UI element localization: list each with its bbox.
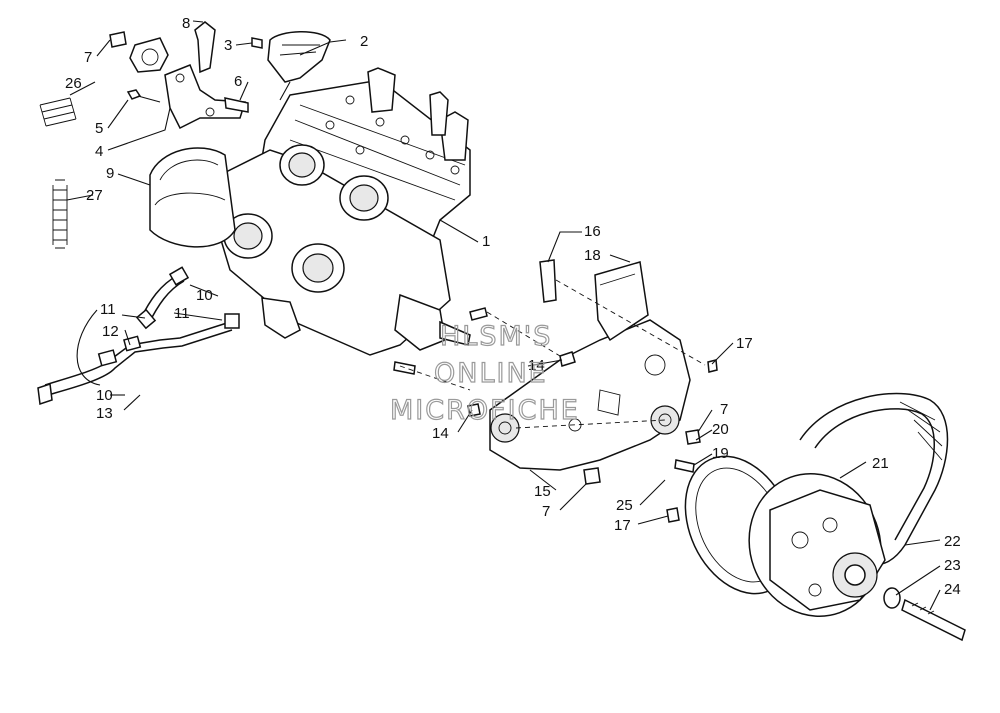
callout-26: 26 — [65, 75, 82, 92]
callout-19: 19 — [712, 445, 729, 462]
callout-5: 5 — [95, 120, 103, 137]
callout-9: 9 — [106, 165, 114, 182]
callout-24: 24 — [944, 581, 961, 598]
callout-11-right: 11 — [174, 305, 190, 322]
callout-labels: 2 3 8 7 6 26 5 4 9 27 1 16 18 17 10 11 1… — [65, 15, 961, 598]
callout-18: 18 — [584, 247, 601, 264]
callout-14-upper: 14 — [528, 357, 545, 374]
callout-17-right: 17 — [736, 335, 753, 352]
callout-14-lower: 14 — [432, 425, 449, 442]
callout-13: 13 — [96, 405, 113, 422]
callout-8: 8 — [182, 15, 190, 32]
drive-clutch-belt — [684, 392, 966, 642]
mount-bracket-parts — [39, 21, 331, 249]
callout-1: 1 — [482, 233, 490, 250]
callout-6: 6 — [234, 73, 242, 90]
fuel-hoses — [37, 266, 240, 406]
callout-27: 27 — [86, 187, 103, 204]
callout-15: 15 — [534, 483, 551, 500]
watermark: HLSM'S ONLINE MICROFICHE — [389, 320, 580, 426]
callout-10-upper: 10 — [196, 287, 213, 304]
callout-16: 16 — [584, 223, 601, 240]
engine-assembly — [149, 67, 471, 356]
callout-25: 25 — [616, 497, 633, 514]
watermark-line-2: ONLINE — [434, 358, 548, 389]
callout-4: 4 — [95, 143, 103, 160]
callout-2: 2 — [360, 33, 368, 50]
callout-7-bottom: 7 — [542, 503, 550, 520]
callout-7-top: 7 — [84, 49, 92, 66]
callout-11-left: 11 — [100, 301, 116, 318]
watermark-line-3: MICROFICHE — [390, 395, 580, 426]
callout-21: 21 — [872, 455, 889, 472]
callout-7-right: 7 — [720, 401, 728, 418]
leader-lines — [66, 20, 941, 611]
callout-22: 22 — [944, 533, 961, 550]
callout-3: 3 — [224, 37, 232, 54]
callout-17-bottom: 17 — [614, 517, 631, 534]
callout-12: 12 — [102, 323, 119, 340]
callout-20: 20 — [712, 421, 729, 438]
callout-23: 23 — [944, 557, 961, 574]
callout-10-lower: 10 — [96, 387, 113, 404]
watermark-line-1: HLSM'S — [440, 321, 552, 352]
mount-plate — [393, 259, 718, 523]
